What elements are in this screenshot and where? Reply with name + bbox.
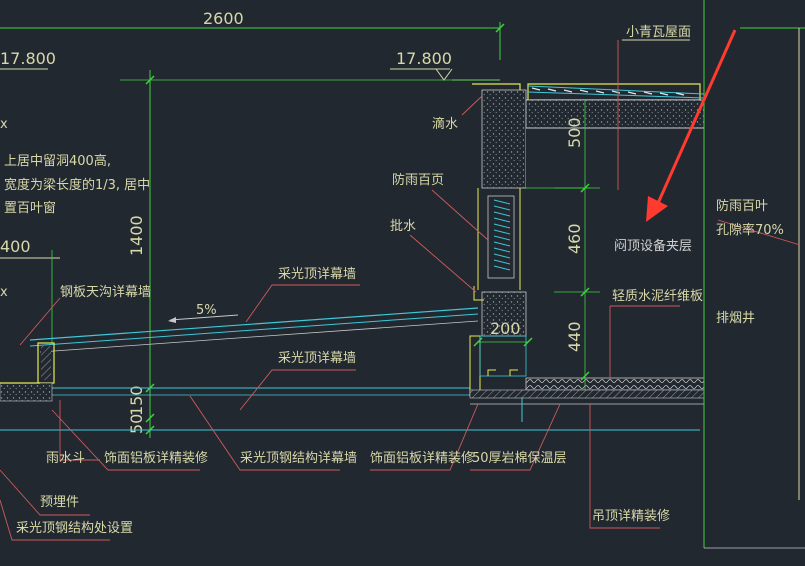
label-mending-jiaceng: 闷顶设备夹层 [614, 238, 692, 254]
svg-text:置百叶窗: 置百叶窗 [4, 200, 56, 216]
label-shimian-lvban-2: 饰面铝板详精装修 [370, 451, 474, 466]
label-gangban-tiangou: 钢板天沟详幕墙 [60, 285, 151, 300]
red-arrow-icon [646, 29, 737, 222]
label-diaoding: 吊顶详精装修 [592, 509, 670, 524]
svg-text:17.800: 17.800 [396, 49, 452, 68]
svg-text:440: 440 [565, 321, 584, 352]
label-shimian-lvban-1: 饰面铝板详精装修 [104, 451, 208, 466]
svg-text:5%: 5% [196, 303, 217, 318]
label-yushuidou: 雨水斗 [46, 451, 85, 466]
svg-text:200: 200 [490, 319, 521, 338]
left-notes: x 上居中留洞400高, 宽度为梁长度的1/3, 居中 置百叶窗 400 x [0, 117, 150, 345]
svg-text:上居中留洞400高,: 上居中留洞400高, [4, 153, 111, 169]
shaft-frame [703, 0, 805, 549]
top-dimension: 2600 [0, 9, 505, 60]
label-kongxilv: 孔隙率70% [716, 222, 784, 238]
elevation-marker-left: 17.800 [0, 49, 56, 70]
label-qingzhi-shuini: 轻质水泥纤维板 [612, 289, 703, 304]
label-caiguang-2: 采光顶详幕墙 [278, 351, 356, 366]
svg-text:400: 400 [0, 237, 31, 256]
left-gutter [0, 342, 55, 402]
label-fangyu-baiye: 防雨百页 [392, 172, 444, 188]
labels: 小青瓦屋面 滴水 防雨百页 批水 钢板天沟详幕墙 采光顶详幕墙 采光顶详幕墙 闷… [16, 25, 784, 536]
svg-text:宽度为梁长度的1/3, 居中: 宽度为梁长度的1/3, 居中 [4, 177, 150, 193]
label-caiguang-1: 采光顶详幕墙 [278, 267, 356, 282]
label-xiaoqingwa: 小青瓦屋面 [626, 25, 691, 40]
parapet-structure [469, 83, 705, 422]
svg-text:x: x [0, 117, 8, 132]
label-fangyu-baiye-right: 防雨百叶 [716, 198, 768, 214]
label-caiguang-gang: 采光顶钢结构详幕墙 [240, 451, 357, 466]
elevation-marker-right: 17.800 [390, 49, 500, 81]
label-yumaijian: 预埋件 [40, 495, 79, 510]
label-dishui: 滴水 [432, 116, 458, 132]
svg-text:500: 500 [565, 117, 584, 148]
right-dimensions: 500 460 440 200 [473, 100, 600, 390]
leader-lines [0, 39, 801, 541]
svg-text:50: 50 [127, 414, 146, 434]
svg-text:460: 460 [565, 223, 584, 254]
svg-text:150: 150 [127, 385, 146, 416]
svg-text:17.800: 17.800 [0, 49, 56, 68]
label-pishui: 批水 [390, 219, 416, 234]
svg-text:1400: 1400 [127, 215, 146, 256]
label-paiyanjing: 排烟井 [716, 311, 755, 326]
dim-2600: 2600 [203, 9, 244, 28]
svg-text:x: x [0, 285, 8, 300]
label-yanmian-baowen: 50厚岩棉保温层 [472, 451, 567, 466]
skylight-glass: 5% [0, 303, 700, 431]
label-caiguang-gang-chu: 采光顶钢结构处设置 [16, 521, 133, 536]
elevation-marker-icon [435, 68, 453, 81]
